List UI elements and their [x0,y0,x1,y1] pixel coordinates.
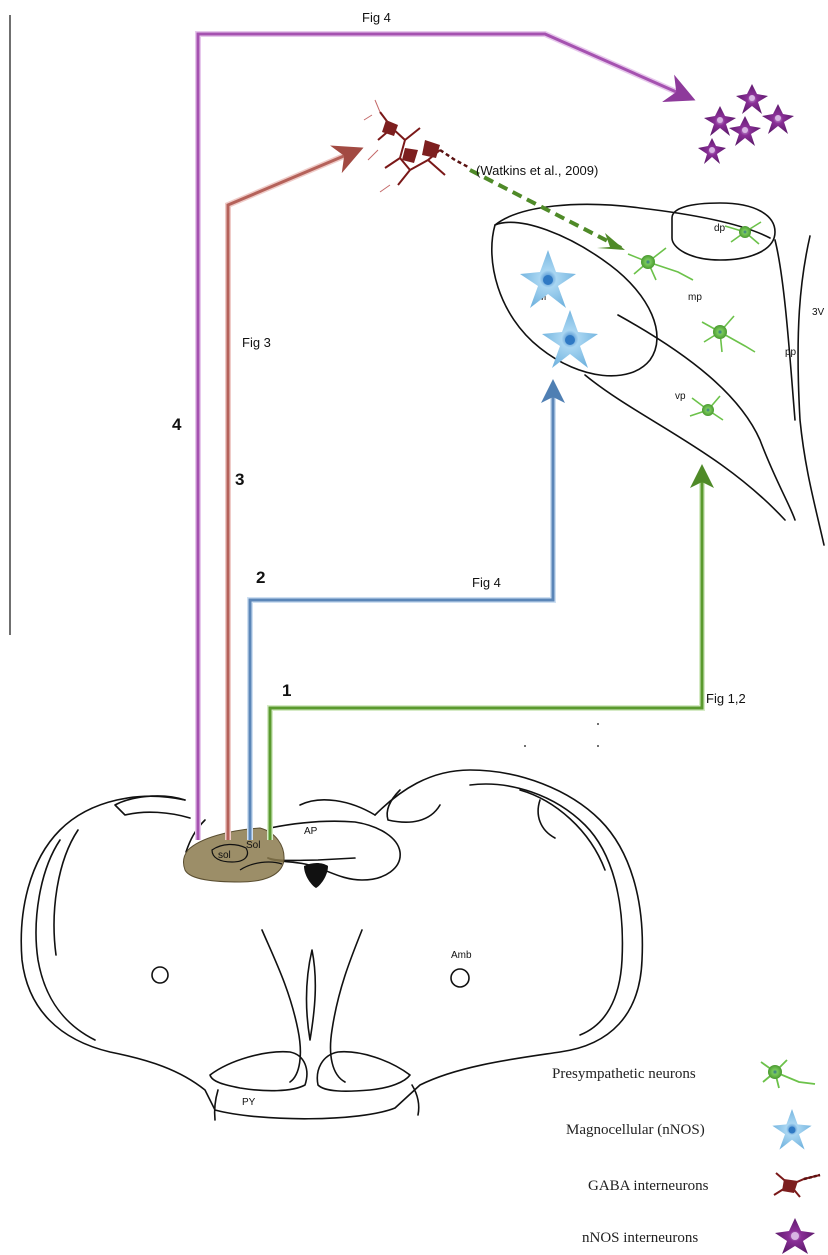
legend-label-gaba: GABA interneurons [588,1178,709,1194]
blue-neuron-icon [772,1109,811,1150]
legend-item-nnos: nNOS interneurons [582,1218,815,1254]
pathway-3-figure-label: Fig 3 [242,335,271,350]
legend: Presympathetic neurons Magnocellular (nN… [552,1060,820,1254]
py-label: PY [242,1097,256,1108]
legend-label-magnocellular: Magnocellular (nNOS) [566,1122,705,1138]
gaba-interneuron-cluster [364,100,470,192]
sol-nucleus-label: Sol [246,840,260,851]
amb-label: Amb [451,950,472,961]
pp-label: pp [785,347,797,358]
ap-label: AP [304,826,318,837]
central-canal [304,863,328,888]
pathway-2: 2 Fig 4 [250,385,553,840]
pathway-3-number: 3 [235,470,244,489]
pathway-1-number: 1 [282,681,291,700]
pathway-1-figure-label: Fig 1,2 [706,691,746,706]
third-ventricle-label: 3V [812,307,825,318]
dp-label: dp [714,223,726,234]
sol-label: sol [218,850,231,861]
red-neuron-icon [774,1173,820,1197]
legend-item-magnocellular: Magnocellular (nNOS) [566,1109,812,1150]
citation-text: (Watkins et al., 2009) [476,163,598,178]
magnocellular-neuron-cluster [520,250,598,368]
pathway-2-figure-label: Fig 4 [472,575,501,590]
pathway-2-number: 2 [256,568,265,587]
pathway-4-number: 4 [172,415,182,434]
nnos-interneuron-cluster [698,84,794,164]
pathway-1: 1 Fig 1,2 [270,470,746,840]
legend-item-gaba: GABA interneurons [588,1173,820,1197]
mp-label: mp [688,292,702,303]
legend-label-nnos: nNOS interneurons [582,1230,698,1246]
legend-item-presympathetic: Presympathetic neurons [552,1060,815,1088]
pathway-4-figure-label: Fig 4 [362,10,391,25]
brainstem-section: Amb PY AP [21,770,642,1120]
purple-neuron-icon [775,1218,815,1254]
legend-label-presympathetic: Presympathetic neurons [552,1066,696,1082]
green-neuron-icon [761,1060,815,1088]
vp-label: vp [675,391,686,402]
presympathetic-neuron-cluster [628,222,761,420]
